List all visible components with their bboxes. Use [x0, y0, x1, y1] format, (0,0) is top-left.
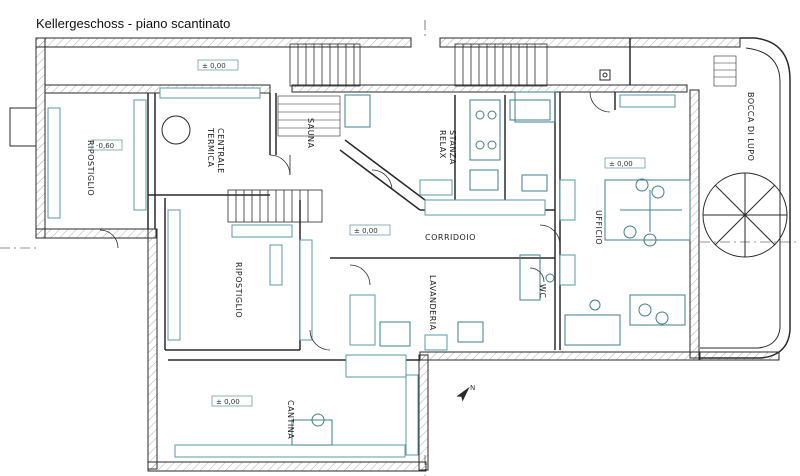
level-top: ± 0,00: [202, 62, 226, 70]
room-labels: RIPOSTIGLIO CENTRALE TERMICA SAUNA STANZ…: [86, 92, 755, 439]
level-corridoio: ± 0,00: [354, 227, 378, 235]
label-ripostiglio-center: RIPOSTIGLIO: [234, 262, 243, 318]
label-centrale-termica-1: CENTRALE: [216, 128, 225, 174]
plant-icon: [702, 172, 788, 258]
stairs-center: [227, 189, 323, 223]
furniture: [161, 69, 691, 446]
label-cantina: CANTINA: [286, 400, 295, 439]
north-arrow-icon: N: [456, 384, 475, 402]
plan-title: Kellergeschoss - piano scantinato: [36, 16, 231, 31]
label-ripostiglio-left: RIPOSTIGLIO: [86, 140, 95, 196]
level-ufficio: ± 0,00: [609, 160, 633, 168]
level-marks: ± 0,00 -0,60 ± 0,00 ± 0,00 ± 0,00: [91, 59, 646, 407]
outer-walls: [9, 37, 780, 472]
stairs-bocca: [713, 55, 737, 87]
label-wc: WC: [538, 284, 547, 299]
label-bocca-di-lupo: BOCCA DI LUPO: [746, 92, 755, 161]
label-stanza-relax-1: STANZA: [448, 130, 457, 165]
label-corridoio: CORRIDOIO: [425, 233, 476, 242]
label-ufficio: UFFICIO: [594, 210, 603, 245]
section-lines: [0, 20, 800, 476]
bocca-inner: [700, 47, 781, 349]
level-cantina: ± 0,00: [216, 398, 240, 406]
cabinet-blocks: [47, 87, 676, 458]
label-lavanderia: LAVANDERIA: [428, 275, 437, 331]
stairs-sauna: [277, 95, 341, 137]
label-sauna: SAUNA: [306, 118, 315, 149]
doors: [99, 91, 611, 351]
label-stanza-relax-2: RELAX: [438, 130, 447, 159]
label-centrale-termica-2: TERMICA: [206, 127, 215, 167]
level-ripostiglio: -0,60: [96, 142, 114, 150]
north-label: N: [470, 384, 475, 392]
bocca-outline: [700, 37, 791, 359]
stairs-top-right: [454, 43, 548, 87]
stairs-top-left: [289, 43, 361, 87]
